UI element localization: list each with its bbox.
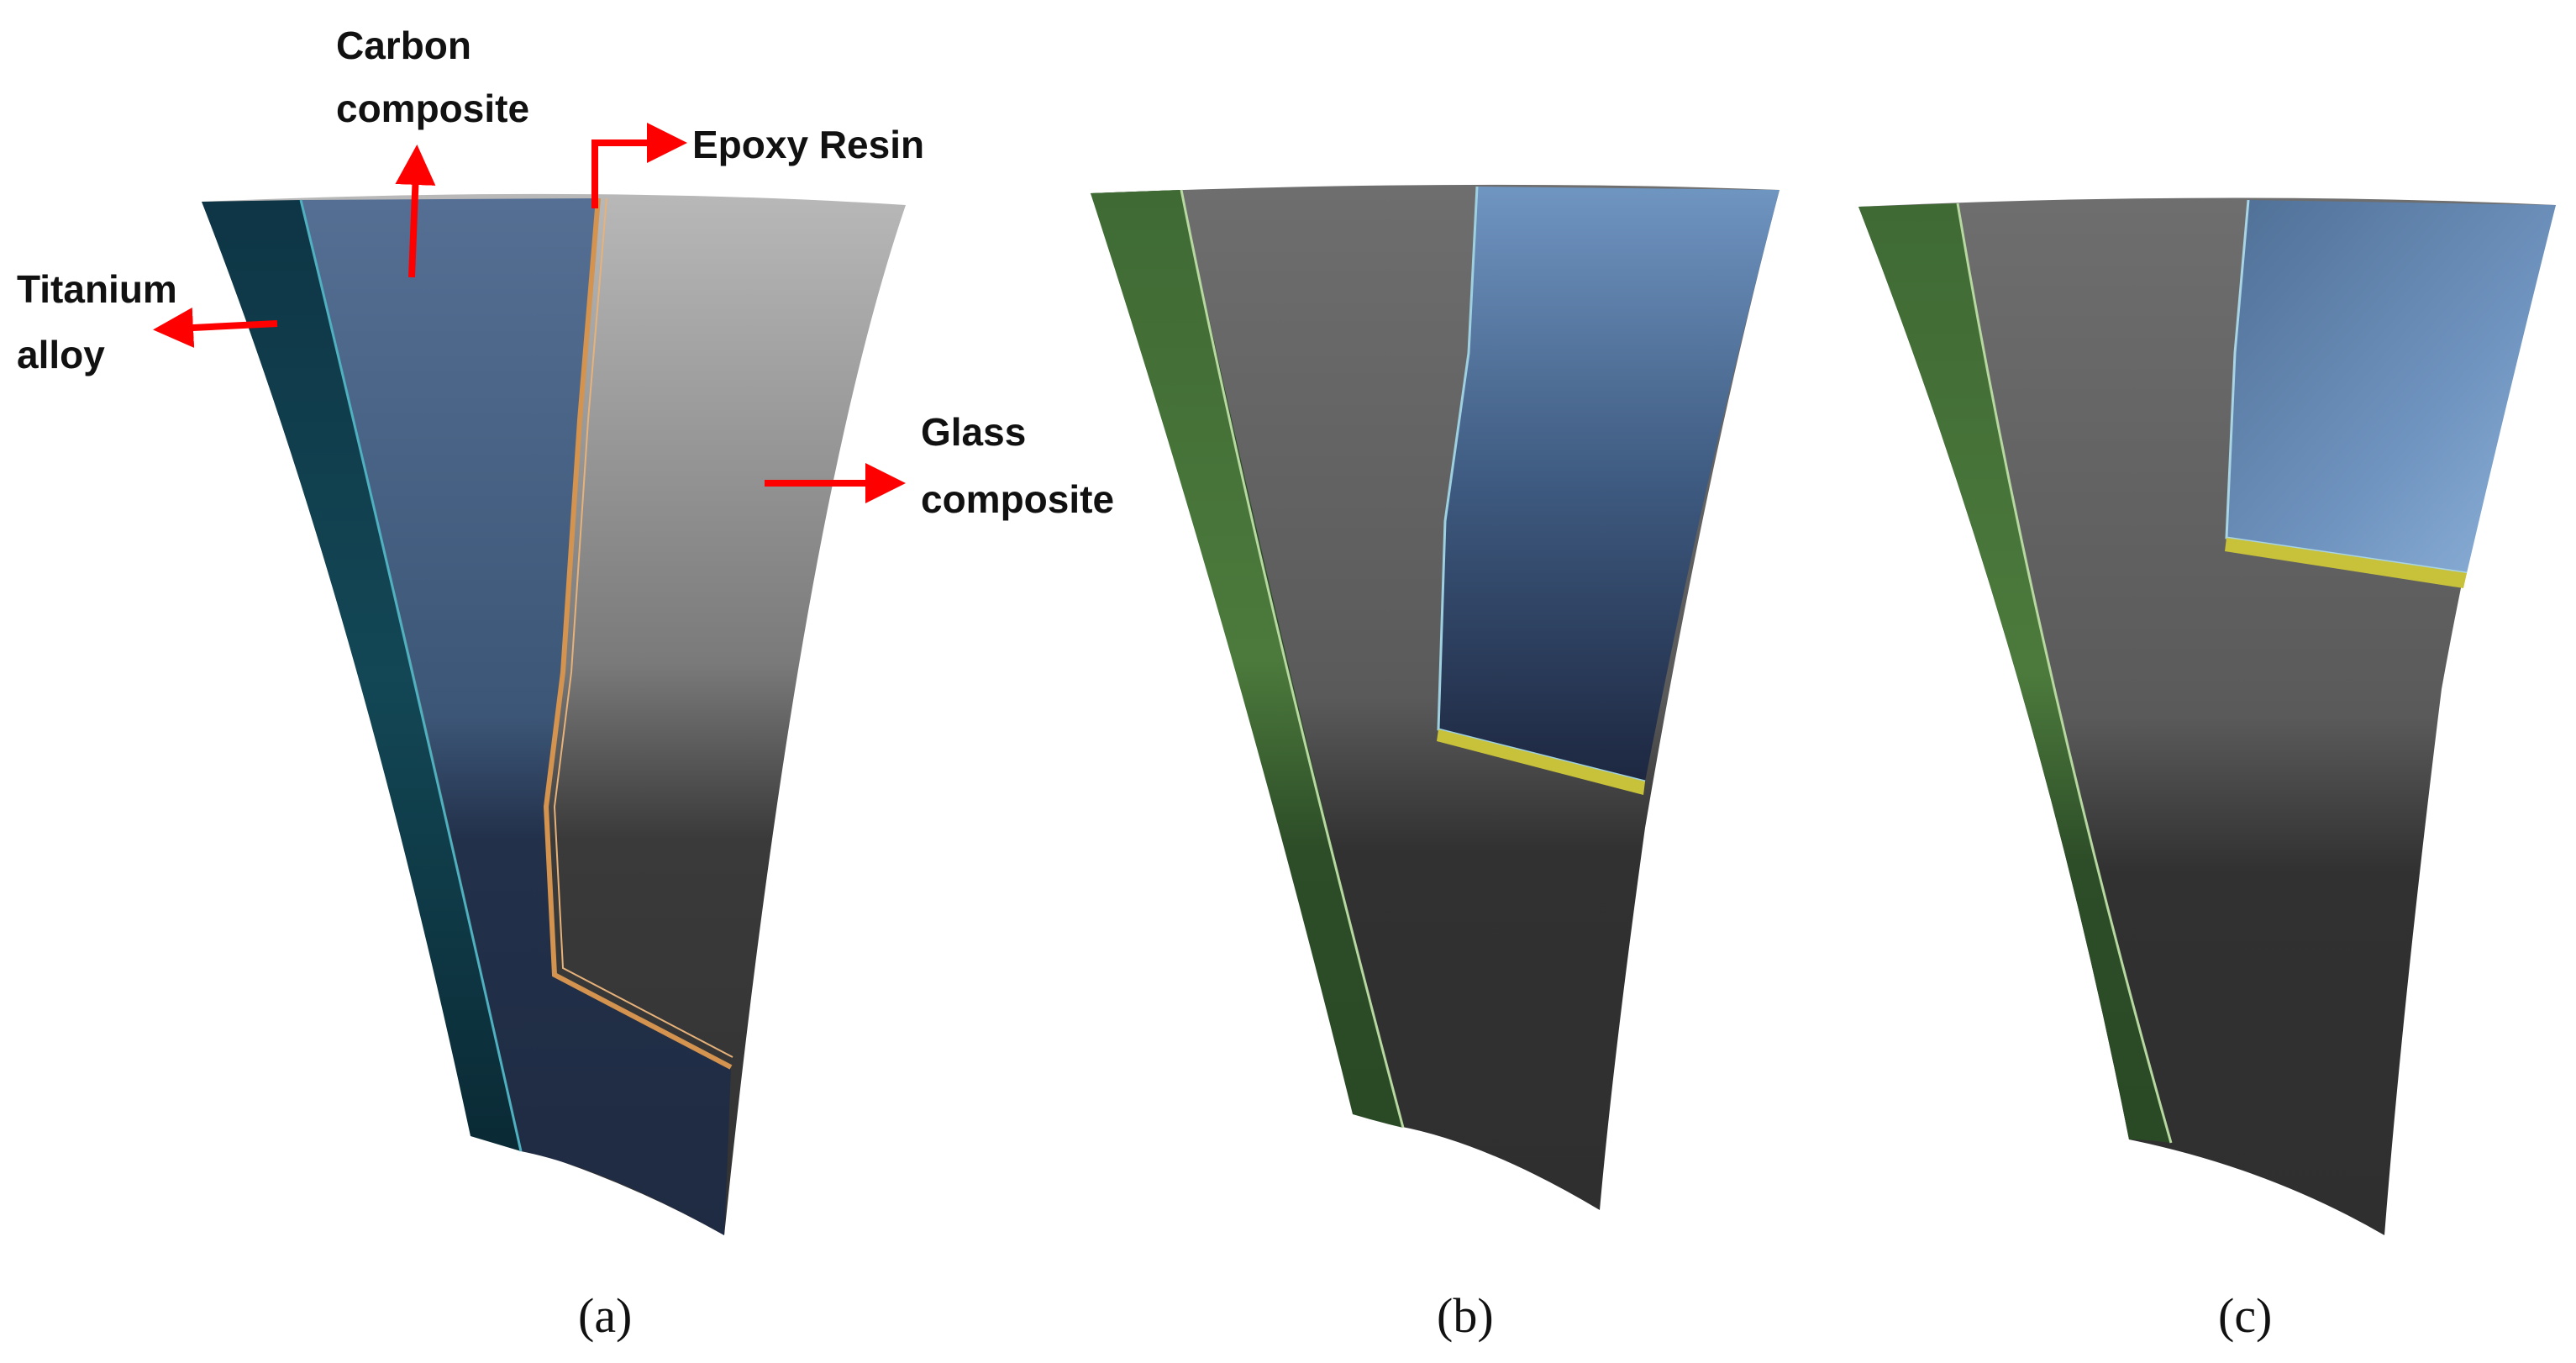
carbon-label: Carbon — [336, 24, 471, 67]
carbon-arrow — [395, 145, 436, 278]
panel-c: (c) — [1858, 197, 2556, 1343]
epoxy-arrow — [591, 123, 687, 208]
titanium-label: Titanium — [17, 267, 177, 311]
glass-label-2: composite — [921, 477, 1114, 521]
panel-a-carbon-composite-region — [301, 198, 731, 1235]
panel-a-epoxy-resin-outline — [543, 197, 733, 1070]
panel-b: (b) — [1091, 184, 1780, 1343]
panel-c-epoxy-resin-band — [2225, 538, 2467, 588]
panel-a-titanium-alloy-region — [202, 200, 521, 1151]
carbon-label-2: composite — [336, 87, 529, 130]
caption-b: (b) — [1437, 1288, 1494, 1343]
caption-c: (c) — [2218, 1288, 2272, 1343]
panel-c-carbon-composite-region — [2226, 200, 2556, 573]
panel-b-titanium-strip — [1091, 190, 1403, 1128]
titanium-arrow — [153, 308, 278, 348]
panel-a: Carbon composite Epoxy Resin Titanium al… — [17, 24, 1114, 1343]
caption-a: (a) — [578, 1288, 632, 1343]
panel-b-carbon-composite-region — [1438, 187, 1780, 781]
panel-b-epoxy-resin-band — [1437, 729, 1645, 795]
glass-label: Glass — [921, 410, 1026, 454]
titanium-label-2: alloy — [17, 333, 105, 376]
panel-c-titanium-alloy-region — [1858, 203, 2171, 1143]
panel-a-titanium-interface-line — [299, 199, 523, 1152]
epoxy-label: Epoxy Resin — [692, 123, 924, 166]
